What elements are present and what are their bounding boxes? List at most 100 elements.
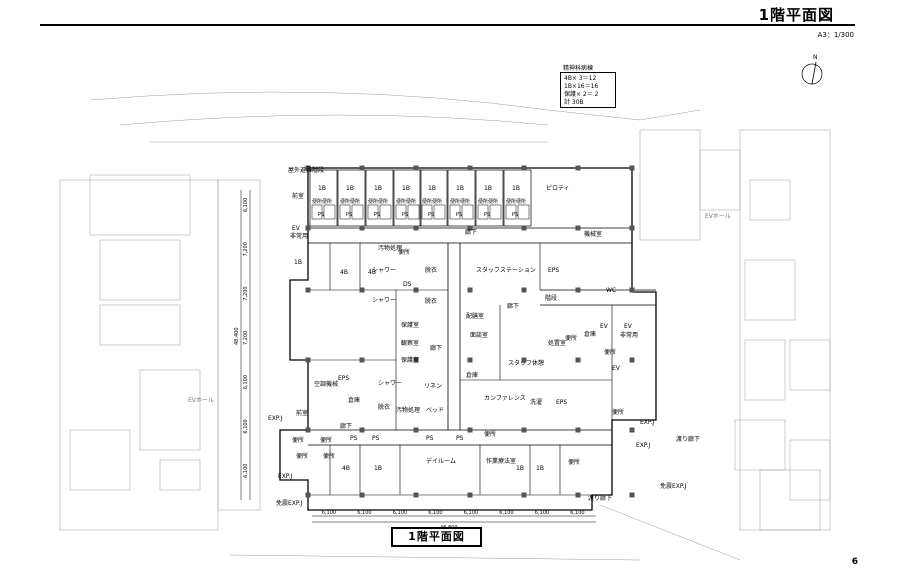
room-label-ramp: 渡り廊下 bbox=[588, 494, 612, 502]
column-marker bbox=[359, 287, 365, 293]
column-marker bbox=[467, 357, 473, 363]
room-label-ps: PS bbox=[372, 435, 380, 442]
column-marker bbox=[305, 287, 311, 293]
room-label-1b: 1B bbox=[512, 185, 520, 192]
room-label-piloti: ピロティ bbox=[546, 185, 570, 192]
column-marker bbox=[305, 357, 311, 363]
column-marker bbox=[629, 225, 635, 231]
bedroom-1b: 1B 便所便所 PS bbox=[393, 169, 422, 227]
column-marker bbox=[305, 427, 311, 433]
room-label-1b: 1B bbox=[484, 185, 492, 192]
room-label-1b: 1B bbox=[456, 185, 464, 192]
room-label-toilet: 便所 bbox=[612, 408, 624, 416]
structural-columns bbox=[305, 165, 635, 498]
room-label-toilet: 便所便所 bbox=[478, 198, 498, 205]
column-marker bbox=[521, 165, 527, 171]
room-label-corridor: 廊下 bbox=[340, 422, 352, 430]
column-marker bbox=[305, 492, 311, 498]
plan-caption: 1階平面図 bbox=[391, 527, 482, 547]
room-label-ev-hall: EVホール bbox=[188, 397, 214, 404]
room-label-1b: 1B bbox=[374, 465, 382, 472]
room-label-4b: 4B bbox=[340, 269, 348, 276]
room-label-toilet: 便所 bbox=[320, 436, 332, 444]
room-label-staff-station: スタッフステーション bbox=[476, 266, 536, 274]
room-label-toilet: 便所 bbox=[398, 248, 410, 256]
room-label-toilet: 便所 bbox=[484, 430, 496, 438]
column-marker bbox=[521, 287, 527, 293]
room-label-hygiene: 保護室 bbox=[401, 356, 419, 364]
page-number: 6 bbox=[851, 557, 858, 567]
column-marker bbox=[305, 165, 311, 171]
dimension-span-label: 6,100 bbox=[357, 510, 371, 516]
room-label-toilet: 便所便所 bbox=[312, 198, 332, 205]
room-label-shower: シャワー bbox=[372, 267, 396, 274]
room-label-toilet: 便所 bbox=[296, 452, 308, 460]
room-label-toilet: 便所 bbox=[323, 452, 335, 460]
column-marker bbox=[521, 427, 527, 433]
dimension-span-label: 6,100 bbox=[322, 510, 336, 516]
page-title: 1階平面図 bbox=[758, 6, 834, 24]
room-label-counsel: 面談室 bbox=[470, 331, 488, 339]
room-label-ds: DS bbox=[403, 281, 412, 288]
room-label-4b: 4B bbox=[368, 269, 376, 276]
column-marker bbox=[467, 165, 473, 171]
room-label-undress: 脱衣 bbox=[425, 266, 437, 274]
column-marker bbox=[629, 287, 635, 293]
room-label-corridor: 廊下 bbox=[465, 228, 477, 236]
room-label-ramp: 渡り廊下 bbox=[676, 435, 700, 443]
column-marker bbox=[359, 492, 365, 498]
column-marker bbox=[413, 287, 419, 293]
title-rule bbox=[40, 24, 855, 26]
bedroom-1b: 1B 便所便所 PS bbox=[475, 169, 504, 227]
room-label-observation: 観察室 bbox=[401, 339, 419, 347]
room-label-storage: 倉庫 bbox=[584, 330, 596, 338]
dimension-lines bbox=[240, 190, 596, 523]
column-marker bbox=[629, 427, 635, 433]
room-label-1b: 1B bbox=[536, 465, 544, 472]
column-marker bbox=[629, 492, 635, 498]
dimension-span-label: 6,100 bbox=[570, 510, 584, 516]
room-label-ps: PS bbox=[484, 212, 490, 218]
room-label-1b: 1B bbox=[402, 185, 410, 192]
column-marker bbox=[521, 492, 527, 498]
bed-summary-line: 4B× 3＝12 bbox=[564, 75, 597, 82]
column-marker bbox=[359, 427, 365, 433]
column-marker bbox=[629, 165, 635, 171]
dimension-span-label: 6,100 bbox=[535, 510, 549, 516]
room-label-1b: 1B bbox=[318, 185, 326, 192]
room-label-ps: PS bbox=[374, 212, 380, 218]
room-label-toilet: 便所便所 bbox=[396, 198, 416, 205]
column-marker bbox=[467, 287, 473, 293]
north-label: N bbox=[813, 54, 818, 61]
room-label-ps: PS bbox=[350, 435, 358, 442]
room-label-exp: EXP.J bbox=[636, 442, 650, 449]
room-label-dayroom: デイルーム bbox=[426, 457, 456, 465]
column-marker bbox=[575, 287, 581, 293]
bedroom-row-north: 1B便所便所PS1B便所便所PS1B便所便所PS1B便所便所PS1B便所便所PS… bbox=[309, 169, 532, 227]
dimension-span-label: 6,100 bbox=[243, 198, 249, 212]
bed-summary-line: 保護× 2＝ 2 bbox=[564, 91, 599, 98]
column-marker bbox=[575, 225, 581, 231]
room-label-toilet: 便所 bbox=[604, 348, 616, 356]
room-label-med: 処置室 bbox=[548, 339, 566, 347]
dimension-span-label: 7,200 bbox=[243, 286, 249, 300]
room-label-storage: 倉庫 bbox=[348, 396, 360, 404]
room-label-ps: PS bbox=[456, 435, 464, 442]
bed-summary-box: 4B× 3＝12 1B×16＝16 保護× 2＝ 2 計 30B bbox=[560, 72, 616, 108]
dimension-span-label: 6,100 bbox=[243, 464, 249, 478]
room-label-washroom: 汚物処理 bbox=[396, 406, 420, 414]
dimension-span-label: 6,100 bbox=[393, 510, 407, 516]
room-label-corridor: 廊下 bbox=[430, 344, 442, 352]
room-label-ps: PS bbox=[426, 435, 434, 442]
room-label-eps: EPS bbox=[548, 267, 559, 274]
room-label-eps: EPS bbox=[556, 399, 567, 406]
room-label-staff-rest: スタッフ休憩 bbox=[508, 359, 544, 367]
column-marker bbox=[575, 357, 581, 363]
column-marker bbox=[521, 357, 527, 363]
column-marker bbox=[467, 225, 473, 231]
room-label-pantry: 配膳室 bbox=[466, 312, 484, 320]
room-label-ps: PS bbox=[402, 212, 408, 218]
